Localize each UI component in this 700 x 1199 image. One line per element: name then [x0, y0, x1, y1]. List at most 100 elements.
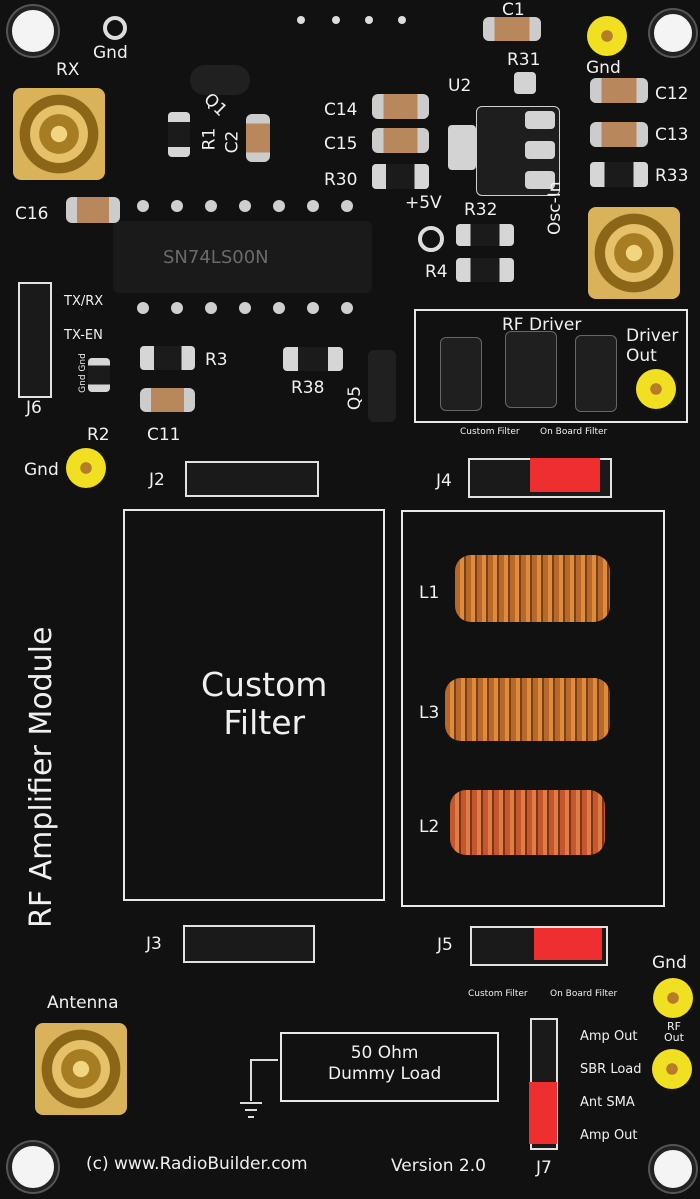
l2-label: L2	[419, 817, 440, 837]
inductor-l3	[445, 678, 610, 741]
header-j6[interactable]	[18, 282, 52, 398]
custom-filter-box	[123, 509, 385, 901]
u2-pad-2	[525, 141, 555, 159]
plus-5v-pad[interactable]	[418, 226, 444, 252]
r33-label: R33	[655, 166, 689, 186]
capacitor-c13	[590, 122, 648, 147]
c1-label: C1	[502, 0, 525, 20]
rf-driver-transistor-3	[575, 335, 617, 412]
j3-label: J3	[146, 934, 162, 954]
rx-sma-connector[interactable]	[13, 88, 105, 180]
rf-out-testpoint[interactable]	[652, 1049, 692, 1089]
via-top-3	[365, 16, 373, 24]
via-top-4	[398, 16, 406, 24]
r32-label: R32	[464, 200, 498, 220]
j4-jumper-cap[interactable]	[530, 458, 600, 492]
l3-label: L3	[419, 703, 440, 723]
capacitor-c1	[483, 17, 541, 41]
resistor-r38	[283, 347, 343, 371]
mounting-hole-top-left	[8, 6, 58, 56]
osc-in-sma-connector[interactable]	[588, 207, 680, 299]
capacitor-c12	[590, 78, 648, 103]
resistor-r1	[168, 112, 190, 157]
tx-en-label: TX-EN	[64, 328, 103, 343]
osc-in-label: Osc-In	[545, 181, 565, 235]
custom-filter-small-label-bottom: Custom Filter	[468, 989, 528, 999]
on-board-filter-small-label-top: On Board Filter	[540, 427, 608, 437]
gnd-label-left: Gnd	[24, 460, 59, 480]
mounting-hole-top-right	[650, 10, 696, 56]
j4-label: J4	[436, 471, 452, 491]
transistor-q1	[190, 65, 250, 95]
capacitor-c16	[66, 197, 120, 223]
antenna-sma-connector[interactable]	[35, 1023, 127, 1115]
amp-out-top-label: Amp Out	[580, 1029, 638, 1044]
inductor-l2	[450, 790, 605, 855]
main-ic: SN74LS00N	[113, 221, 372, 293]
j7-jumper-cap[interactable]	[529, 1082, 557, 1144]
r1-label: R1	[199, 127, 220, 151]
custom-filter-label: Custom Filter	[201, 665, 328, 742]
j7-label: J7	[536, 1158, 552, 1178]
j2-label: J2	[149, 470, 165, 490]
capacitor-c14	[372, 94, 429, 119]
sbr-load-label: SBR Load	[580, 1062, 642, 1077]
via-top-2	[332, 16, 340, 24]
board-title: RF Amplifier Module	[24, 626, 59, 928]
c15-label: C15	[324, 134, 358, 154]
r3-label: R3	[205, 350, 228, 370]
on-board-filter-small-label-bottom: On Board Filter	[550, 989, 618, 999]
via-top-1	[297, 16, 305, 24]
c14-label: C14	[324, 100, 358, 120]
j5-jumper-cap[interactable]	[534, 928, 602, 960]
gnd-testpoint-top-right[interactable]	[587, 16, 627, 56]
gnd-testpoint-bottom-right[interactable]	[653, 978, 693, 1018]
j5-label: J5	[437, 935, 453, 955]
driver-out-testpoint[interactable]	[636, 369, 676, 409]
antenna-label: Antenna	[47, 993, 119, 1013]
rf-out-label: RF Out	[664, 1020, 684, 1044]
mounting-hole-bottom-left	[8, 1142, 58, 1192]
c2-label: C2	[222, 130, 243, 154]
u2-pad-1	[525, 111, 555, 129]
driver-out-label: Driver Out	[626, 326, 679, 366]
r30-label: R30	[324, 170, 358, 190]
resistor-r3	[140, 346, 195, 370]
website-label: (c) www.RadioBuilder.com	[86, 1154, 308, 1174]
u2-label: U2	[448, 76, 472, 96]
r4-label: R4	[425, 262, 448, 282]
r38-label: R38	[291, 378, 325, 398]
transistor-q5	[368, 350, 396, 422]
amp-out-bottom-label: Amp Out	[580, 1128, 638, 1143]
plus-5v-label: +5V	[405, 193, 442, 213]
c11-label: C11	[147, 425, 181, 445]
gnd-testpoint-top	[103, 16, 127, 40]
ground-symbol	[240, 1059, 280, 1129]
inductor-l1	[455, 555, 610, 622]
j6-label: J6	[26, 398, 42, 418]
capacitor-c15	[372, 128, 429, 153]
resistor-r32	[456, 224, 514, 246]
header-j3[interactable]	[183, 925, 315, 963]
resistor-r2	[88, 358, 110, 392]
dummy-load-label: 50 Ohm Dummy Load	[328, 1043, 442, 1084]
rf-driver-transistor-2	[505, 331, 557, 408]
r31-pad	[514, 72, 536, 94]
gnd-label-bottom-right: Gnd	[652, 953, 687, 973]
rx-label: RX	[56, 60, 80, 80]
u2-pad-left	[448, 125, 476, 170]
main-ic-text: SN74LS00N	[163, 247, 269, 268]
mounting-hole-bottom-right	[650, 1146, 696, 1192]
resistor-r4	[456, 258, 514, 282]
r2-label: R2	[87, 425, 110, 445]
gnd-label-top-left: Gnd	[93, 43, 128, 63]
gnd-testpoint-left[interactable]	[66, 448, 106, 488]
header-j2[interactable]	[185, 461, 319, 497]
gnd-label-top-right: Gnd	[586, 58, 621, 78]
onboard-filter-box	[401, 510, 665, 907]
resistor-r33	[590, 162, 648, 187]
ant-sma-label: Ant SMA	[580, 1095, 635, 1110]
rf-driver-label: RF Driver	[502, 315, 582, 335]
rf-driver-transistor-1	[440, 337, 482, 411]
